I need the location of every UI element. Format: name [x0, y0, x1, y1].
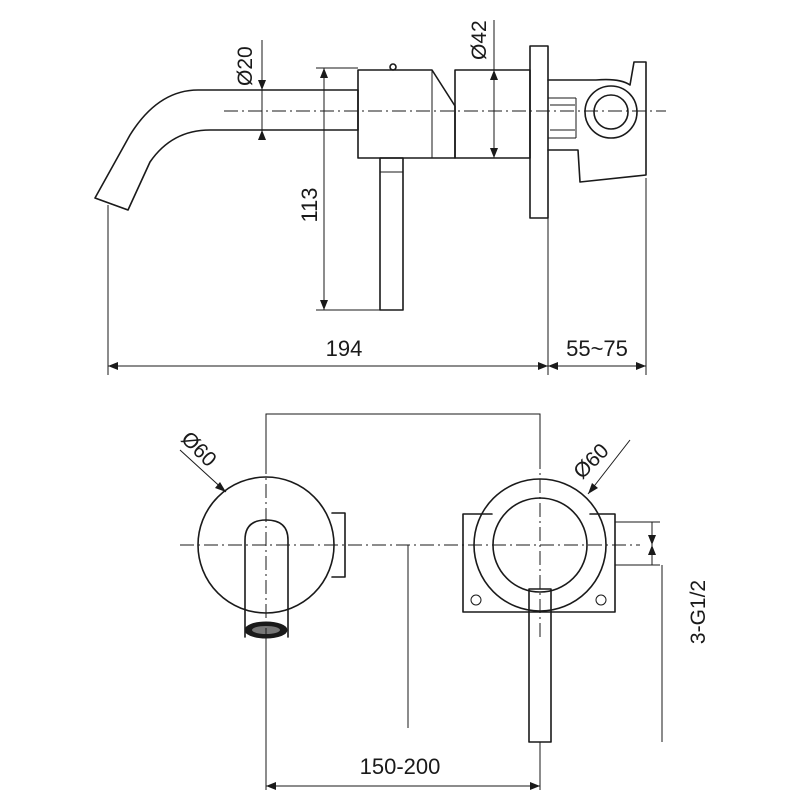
- label-valve-plate-diameter: Ø60: [569, 439, 613, 483]
- label-spout-diameter: Ø20: [234, 46, 257, 86]
- lever-handle: [379, 157, 404, 311]
- centre-bracket-top: [265, 413, 541, 460]
- inlet-ring-outer: [584, 85, 638, 139]
- dim-inlet-arrow-top: [648, 535, 656, 545]
- cartridge-housing: [454, 69, 531, 159]
- label-inlet-thread: 3-G1/2: [687, 580, 710, 644]
- dim-length-arrow-left: [108, 362, 118, 370]
- wall-plate: [529, 45, 549, 219]
- spout-outlet-edge: [94, 197, 129, 211]
- dim-spout-arrow-bottom: [258, 130, 266, 140]
- label-body-diameter: Ø42: [468, 20, 491, 60]
- body-screw: [389, 63, 397, 71]
- dim-lever-arrow-top: [320, 68, 328, 78]
- front-view: Ø60 Ø60 3-G1/2 150-200: [176, 413, 710, 790]
- concealed-body-stem: [548, 97, 577, 139]
- label-lever-height: 113: [297, 187, 322, 222]
- label-wall-depth: 55~75: [566, 336, 628, 361]
- dim-body-arrow-top: [490, 70, 498, 80]
- dim-centres-arrow-right: [530, 782, 540, 790]
- leader-spout-plate-arrow: [215, 482, 226, 492]
- side-view: Ø20 Ø42 113 194 55~75: [94, 20, 666, 375]
- dim-inlet-arrow-bottom: [648, 545, 656, 555]
- box-screw-left: [470, 594, 482, 606]
- label-spout-plate-diameter: Ø60: [176, 427, 220, 471]
- label-overall-length: 194: [326, 336, 363, 361]
- leader-valve-plate-arrow: [588, 483, 598, 494]
- valve-body: [357, 69, 456, 159]
- dim-length-arrow-right: [636, 362, 646, 370]
- dim-lever-arrow-bottom: [320, 300, 328, 310]
- dim-spout-arrow-top: [258, 80, 266, 90]
- box-screw-right: [595, 594, 607, 606]
- spout-plate-tab: [331, 512, 346, 578]
- concealed-box: [462, 513, 616, 613]
- leader-valve-plate: [587, 439, 631, 495]
- dim-centres-arrow-left: [266, 782, 276, 790]
- label-centre-distance: 150-200: [360, 754, 441, 779]
- inlet-ring-inner: [593, 94, 629, 130]
- dim-length-arrow-mid-left: [538, 362, 548, 370]
- dim-length-arrow-mid-right: [548, 362, 558, 370]
- concealed-body-groove: [550, 104, 575, 131]
- concealed-body: [547, 61, 647, 183]
- dim-body-arrow-bottom: [490, 148, 498, 158]
